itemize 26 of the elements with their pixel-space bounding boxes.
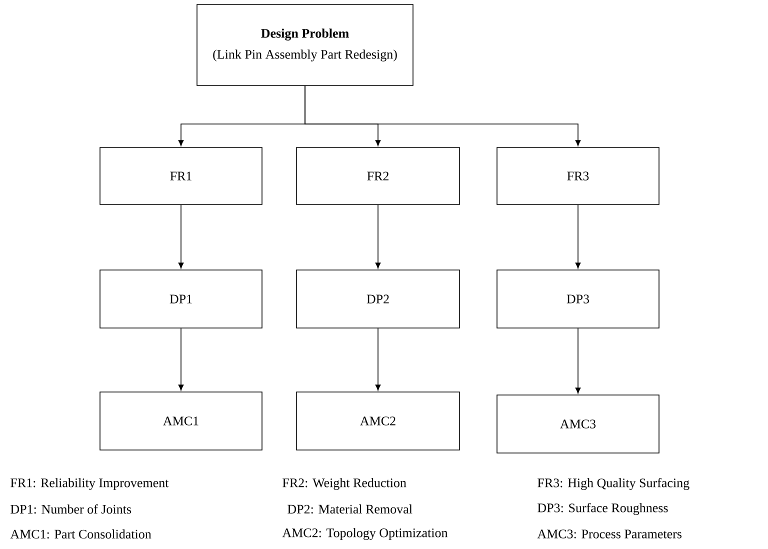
process-box: FR2 <box>296 147 460 205</box>
problem-box: Design Problem (Link Pin Assembly Part Redesign) <box>196 4 414 86</box>
legend-note: DP1: Number of Joints <box>10 504 132 514</box>
legend-note: AMC2: Topology Optimization <box>282 528 448 540</box>
legend-note: FR1: Reliability Improvement <box>10 478 169 490</box>
arrow <box>575 204 581 269</box>
process-box: AMC2 <box>296 392 460 450</box>
legend-note: DP2: Material Removal <box>288 504 412 514</box>
process-box: DP3 <box>496 270 660 328</box>
process-box: DP1 <box>100 270 262 328</box>
process-box: FR1 <box>100 147 262 205</box>
legend-note: FR3: High Quality Surfacing <box>538 478 690 490</box>
arrow <box>375 328 381 391</box>
process-box: FR3 <box>496 147 660 205</box>
arrow <box>178 204 184 269</box>
legend-note: DP3: Surface Roughness <box>538 503 668 515</box>
arrow <box>575 328 581 394</box>
process-box: DP2 <box>296 270 460 328</box>
arrow <box>304 86 581 146</box>
arrow <box>178 328 184 391</box>
legend-note: FR2: Weight Reduction <box>282 478 406 490</box>
process-box: AMC3 <box>496 394 660 454</box>
legend-note: AMC1: Part Consolidation <box>10 529 152 539</box>
arrow <box>375 204 381 269</box>
legend-note: AMC3: Process Parameters <box>537 530 682 538</box>
process-box: AMC1 <box>100 392 262 450</box>
